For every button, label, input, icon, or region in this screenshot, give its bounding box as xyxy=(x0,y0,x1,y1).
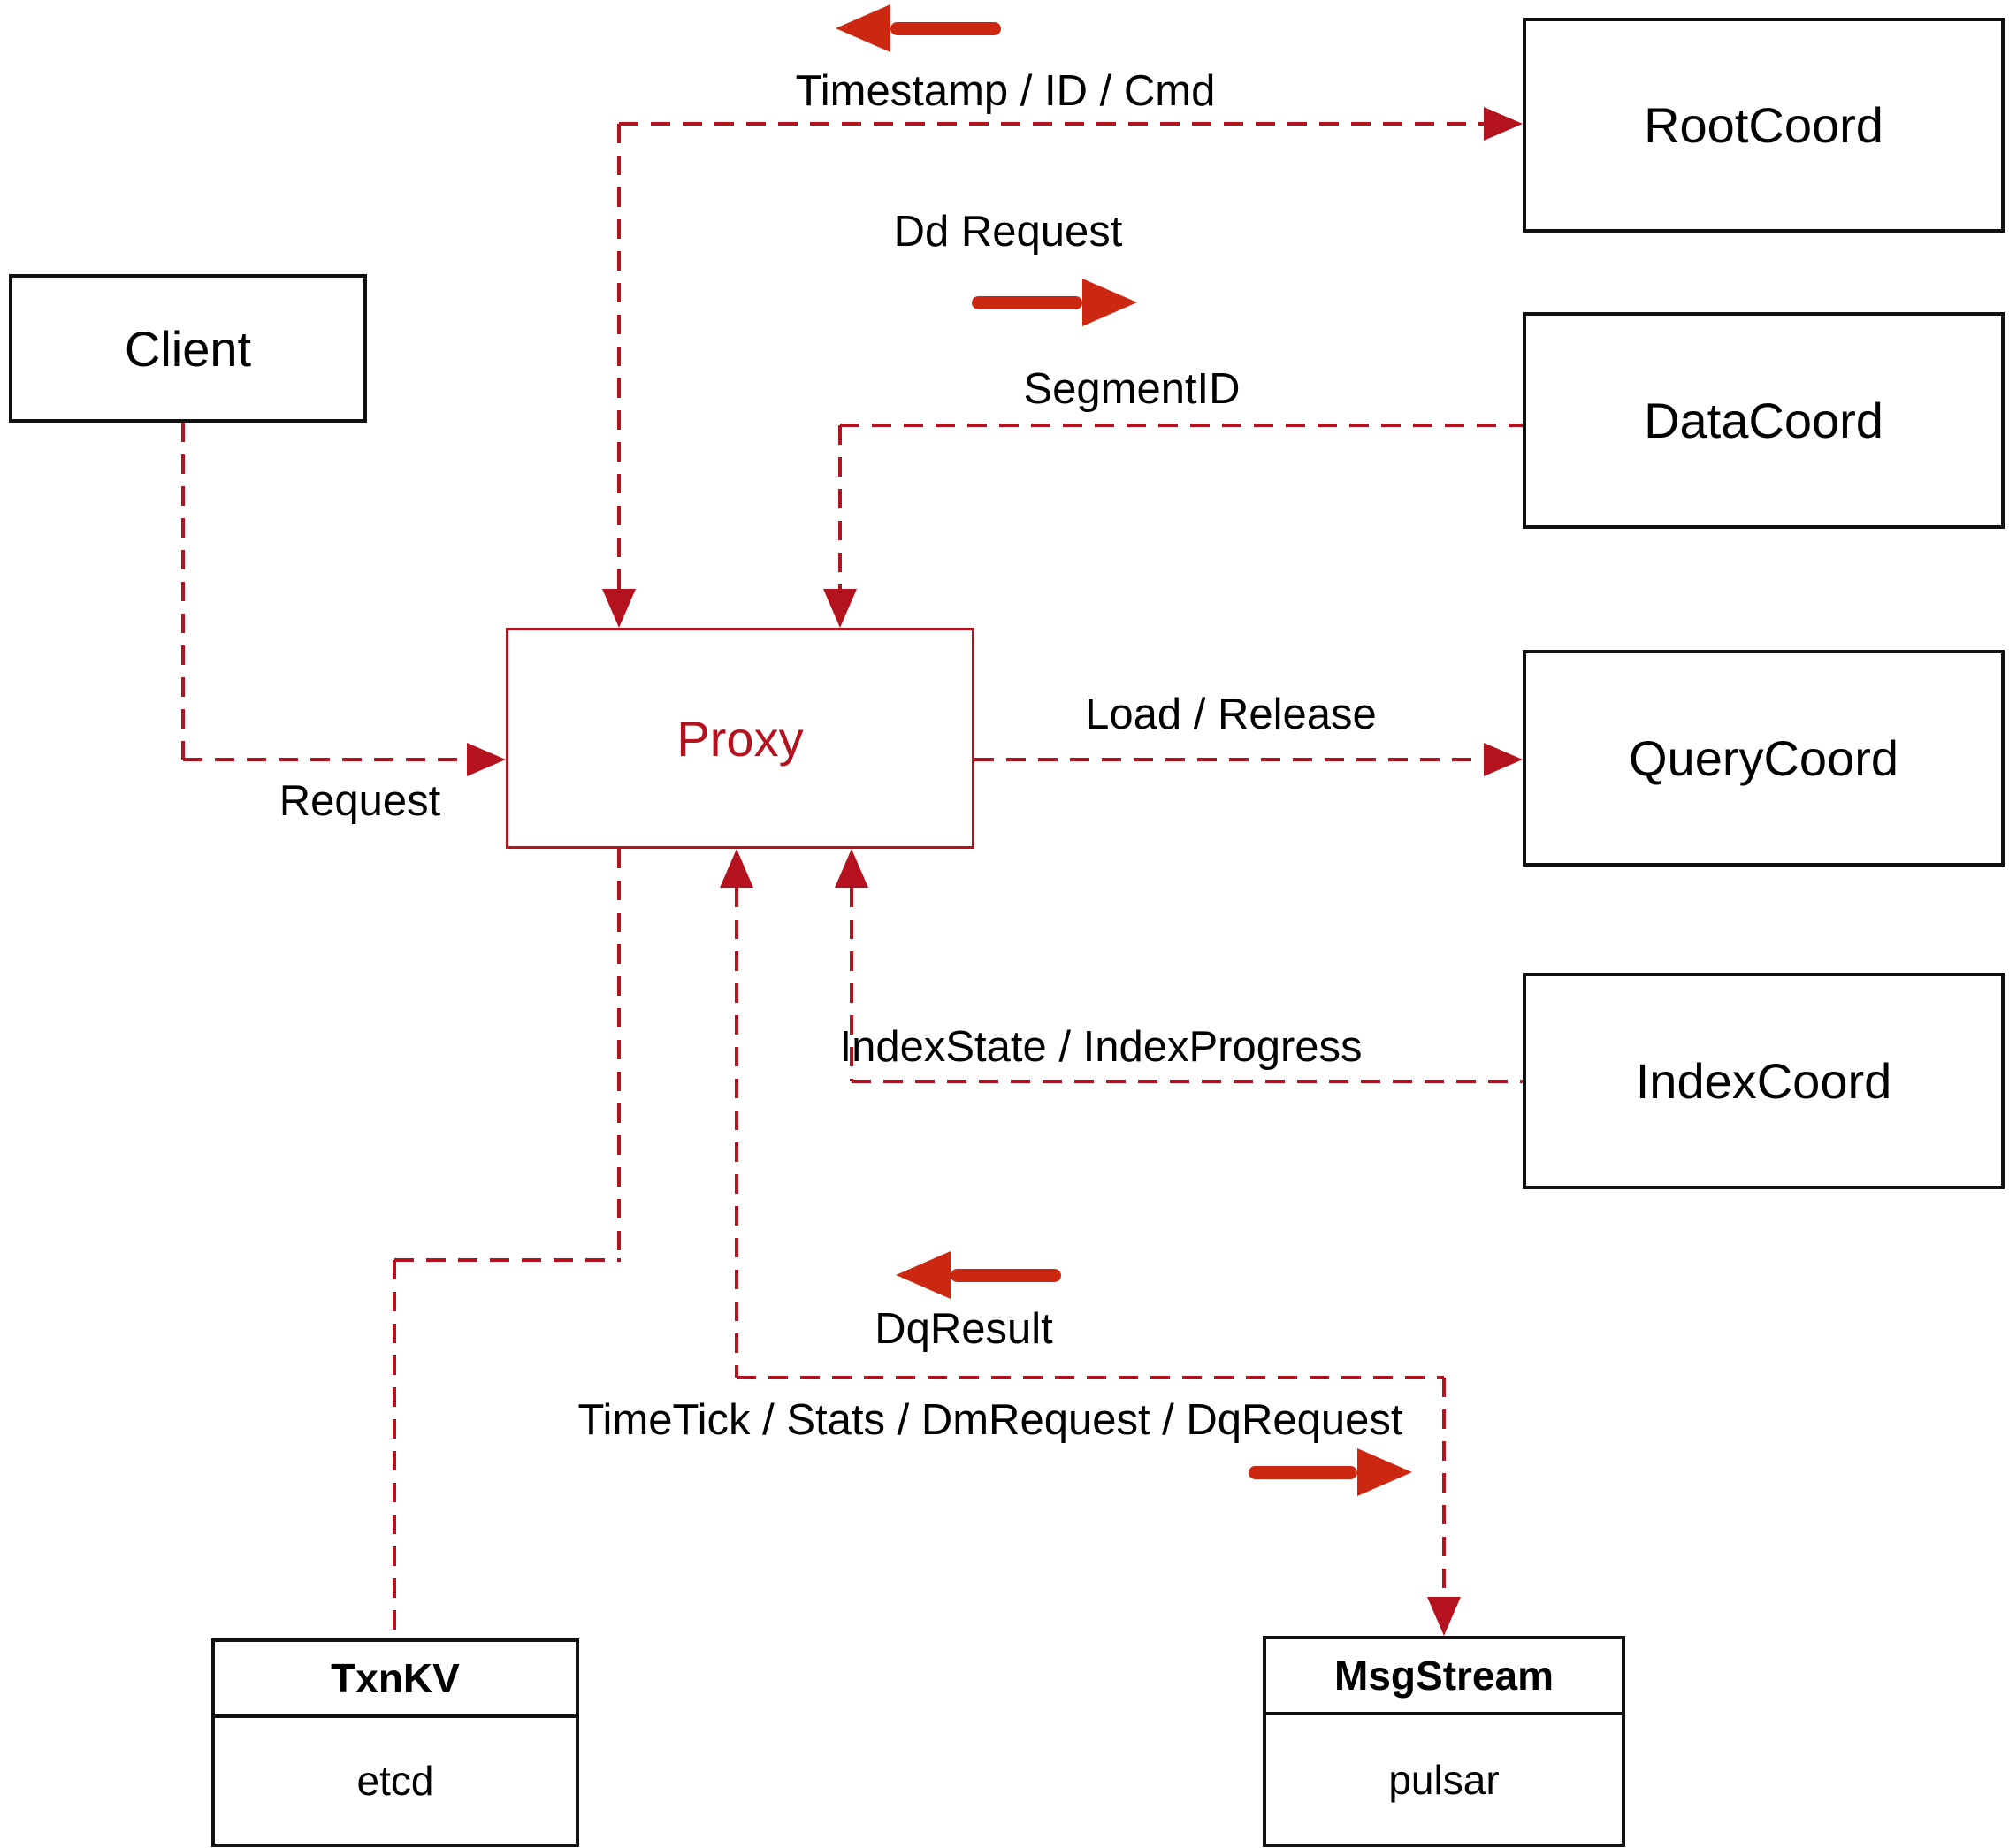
arrow-right-icon xyxy=(1082,279,1137,326)
arrow-right-icon xyxy=(1357,1448,1412,1496)
edge-proxy-msgstream-vline-lower xyxy=(1442,1378,1446,1600)
edge-proxy-msgstream-hline xyxy=(737,1376,1444,1379)
timetick-direction-arrow-icon xyxy=(1249,1448,1412,1496)
txnkv-node: TxnKV etcd xyxy=(211,1638,579,1847)
edge-indexcoord-proxy-vline xyxy=(850,888,853,1081)
datacoord-node: DataCoord xyxy=(1523,312,2005,529)
edge-proxy-txnkv-vline-upper xyxy=(617,849,621,1260)
edge-proxy-rootcoord-vline xyxy=(617,124,621,589)
edge-client-proxy-vline xyxy=(181,423,185,760)
arrowhead-into-msgstream xyxy=(1427,1597,1461,1636)
arrowhead-into-proxy-top-left xyxy=(602,589,636,628)
edge-client-proxy-hline xyxy=(183,758,470,761)
datacoord-node-label: DataCoord xyxy=(1644,393,1883,448)
edge-datacoord-proxy-hline xyxy=(840,424,1523,427)
arrow-left-icon xyxy=(896,1251,951,1299)
edge-indexcoord-proxy-hline xyxy=(852,1080,1523,1083)
dd-request-label: Dd Request xyxy=(893,208,1123,256)
msgstream-node-subtitle: pulsar xyxy=(1388,1756,1500,1803)
timestamp-direction-arrow-icon xyxy=(836,4,1001,52)
arrowhead-into-proxy-bottom-right xyxy=(835,849,868,888)
client-node-label: Client xyxy=(124,320,252,377)
edge-proxy-querycoord-hline xyxy=(974,758,1487,761)
load-release-label: Load / Release xyxy=(1085,691,1377,738)
proxy-node-label: Proxy xyxy=(676,710,804,767)
dd-request-direction-arrow-icon xyxy=(972,279,1137,326)
querycoord-node-label: QueryCoord xyxy=(1628,730,1899,786)
indexcoord-node: IndexCoord xyxy=(1523,973,2005,1189)
edge-proxy-msgstream-vline-upper xyxy=(735,888,738,1378)
arrowhead-into-rootcoord xyxy=(1484,107,1523,141)
edge-datacoord-proxy-vline xyxy=(838,425,842,589)
request-label: Request xyxy=(279,777,441,825)
timetick-stats-label: TimeTick / Stats / DmRequest / DqRequest xyxy=(577,1396,1403,1444)
indexcoord-node-label: IndexCoord xyxy=(1635,1053,1892,1109)
index-state-progress-label: IndexState / IndexProgress xyxy=(839,1023,1363,1071)
edge-proxy-rootcoord-hline xyxy=(619,122,1487,126)
msgstream-node: MsgStream pulsar xyxy=(1263,1636,1625,1847)
edge-proxy-txnkv-vline-lower xyxy=(393,1260,396,1638)
arrowhead-into-proxy-bottom-middle xyxy=(720,849,753,888)
arrowhead-into-querycoord xyxy=(1484,743,1523,776)
txnkv-node-subtitle: etcd xyxy=(356,1758,434,1804)
msgstream-node-title: MsgStream xyxy=(1266,1639,1622,1715)
dq-result-label: DqResult xyxy=(875,1305,1053,1353)
arrowhead-into-proxy-left xyxy=(467,743,506,776)
rootcoord-node-label: RootCoord xyxy=(1644,97,1883,153)
dqresult-direction-arrow-icon xyxy=(896,1251,1061,1299)
arrow-left-icon xyxy=(836,4,890,52)
arrowhead-into-proxy-top-right xyxy=(823,589,857,628)
segment-id-label: SegmentID xyxy=(1023,365,1241,413)
proxy-node: Proxy xyxy=(506,628,974,849)
timestamp-id-cmd-label: Timestamp / ID / Cmd xyxy=(795,67,1216,115)
rootcoord-node: RootCoord xyxy=(1523,18,2005,233)
client-node: Client xyxy=(9,274,367,423)
txnkv-node-title: TxnKV xyxy=(215,1642,576,1718)
querycoord-node: QueryCoord xyxy=(1523,650,2005,867)
edge-proxy-txnkv-hline xyxy=(394,1258,621,1262)
